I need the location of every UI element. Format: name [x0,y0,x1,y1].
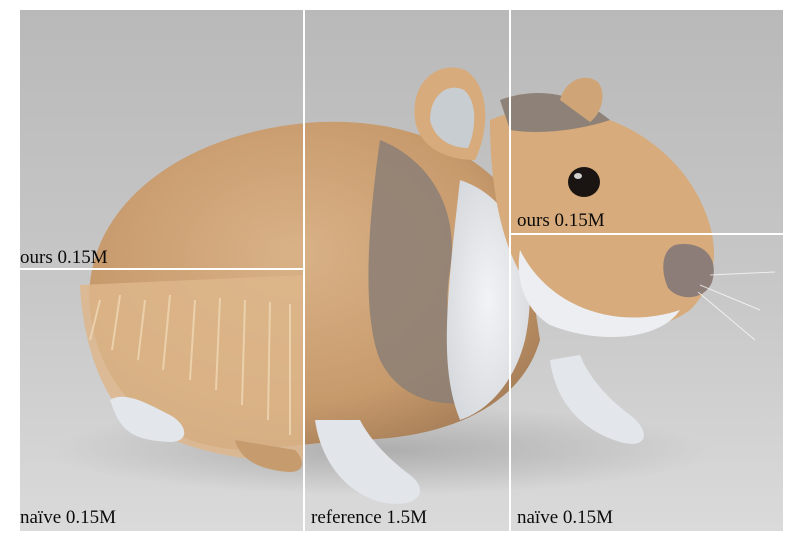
divider-vertical-left [303,10,305,531]
back-right-leg [235,440,302,472]
left-ear-inner [430,87,475,148]
hamster-head [490,108,714,329]
fur-strands [89,294,291,435]
divider-horizontal-left [20,268,303,270]
hamster-render-image [20,10,783,531]
hamster-eye [568,167,600,197]
dark-fur-band [368,140,490,404]
divider-horizontal-right [511,233,783,235]
divider-vertical-right [509,10,511,531]
label-top-right: ours 0.15M [517,210,605,231]
hamster-comparison-figure: ours 0.15M naïve 0.15M reference 1.5M ou… [20,10,783,531]
right-ear [560,77,603,122]
back-left-paw [110,396,185,442]
hamster-nose [663,244,714,298]
whiskers [697,271,776,341]
label-bottom-right: naïve 0.15M [517,507,614,528]
cheek-fur [518,250,680,337]
label-bottom-left: naïve 0.15M [20,507,117,528]
front-middle-paw [315,420,420,504]
eye-highlight [574,173,582,179]
label-middle: reference 1.5M [311,507,428,528]
label-top-left: ours 0.15M [20,247,108,268]
front-right-paw [550,355,644,444]
